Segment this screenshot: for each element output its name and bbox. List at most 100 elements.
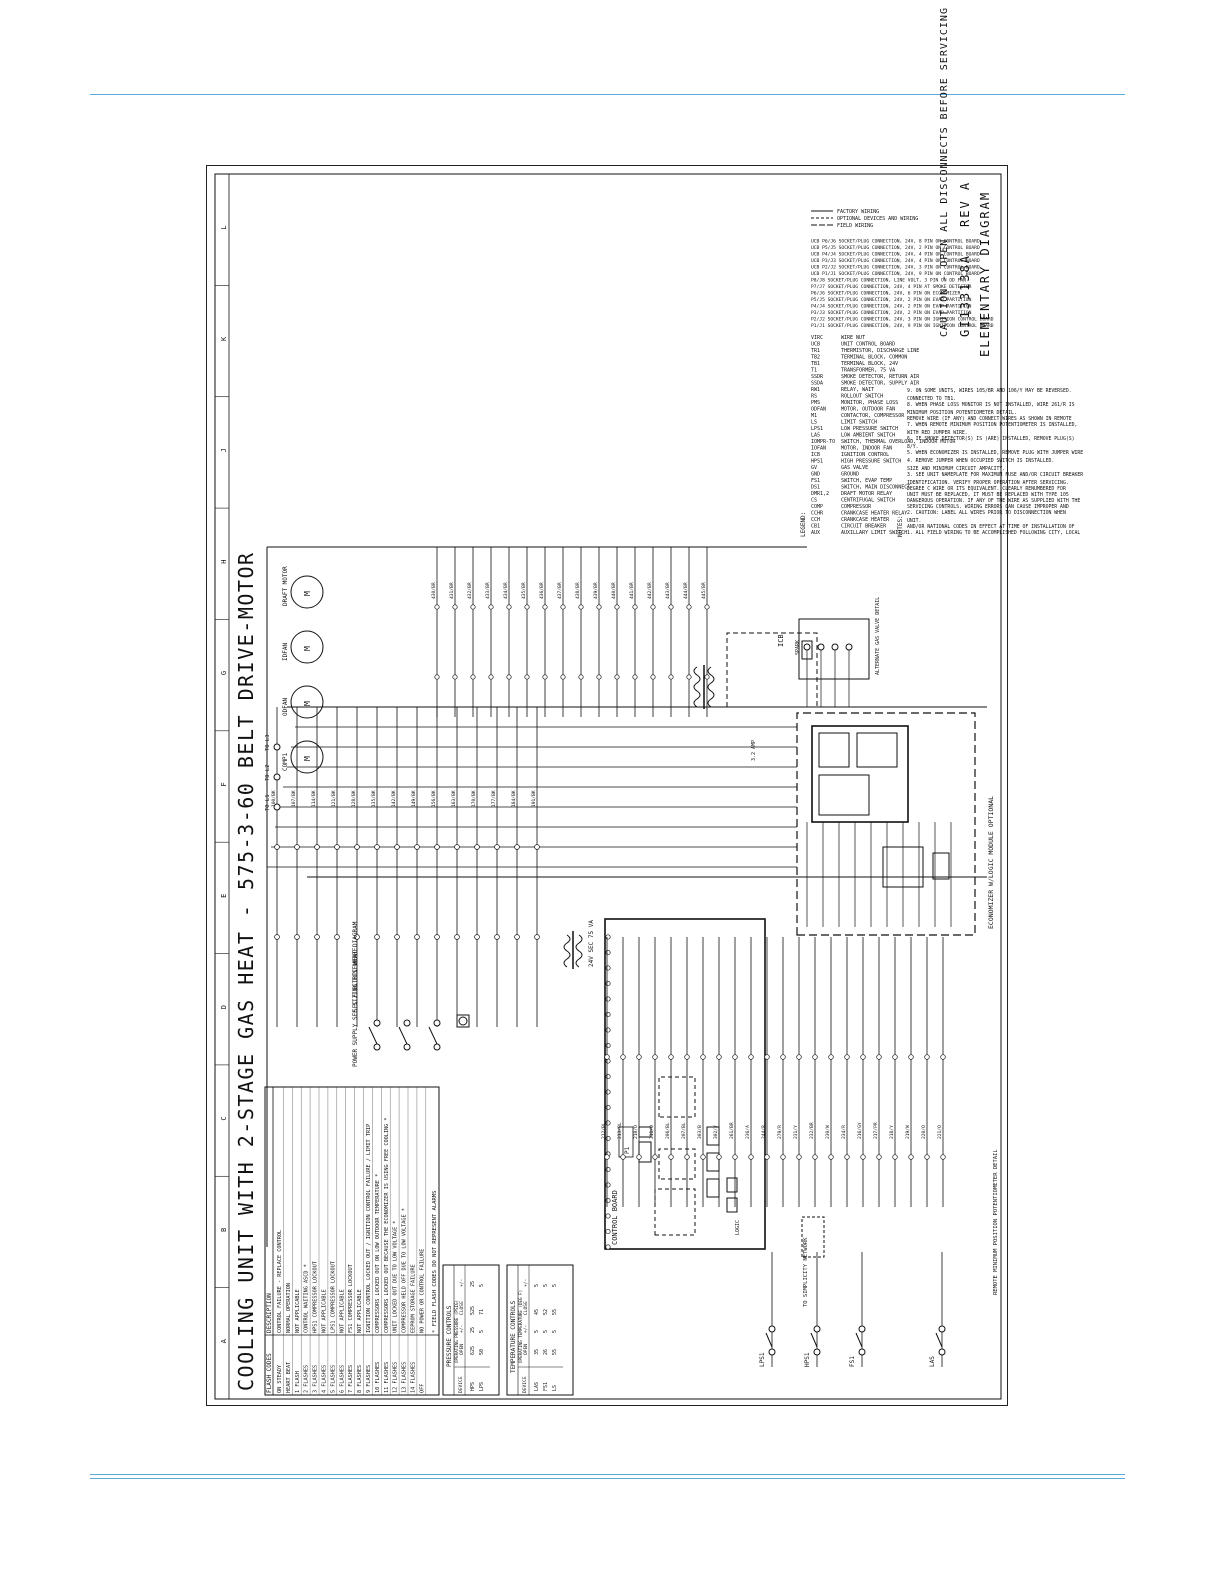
motor-symbol: M bbox=[303, 646, 312, 651]
flash-header-desc: DESCRIPTION bbox=[266, 1293, 273, 1333]
note-text: 8/Y. bbox=[907, 444, 919, 450]
connector-text: P4/J4 SOCKET/PLUG CONNECTION, 24V, 2 PIN… bbox=[811, 304, 972, 310]
zone-letter: C bbox=[220, 1116, 228, 1120]
legend-abbrev: CS bbox=[811, 498, 817, 504]
line-type-label: OPTIONAL DEVICES AND WIRING bbox=[837, 216, 918, 222]
legend-abbrev: TR1 bbox=[811, 348, 820, 354]
connector-text: P2/J2 SOCKET/PLUG CONNECTION, 24V, 3 PIN… bbox=[811, 317, 994, 323]
connector-text: P1/J1 SOCKET/PLUG CONNECTION, 24V, 9 PIN… bbox=[811, 323, 994, 329]
wire-label: 107/BK bbox=[291, 790, 297, 807]
table-header: +/- bbox=[459, 1325, 465, 1333]
wire-label: 434/BR bbox=[503, 582, 509, 599]
table-cell: 71 bbox=[479, 1309, 485, 1315]
control-board: CONTROL BOARD P1 LOGIC bbox=[604, 918, 766, 1250]
zone-letter: A bbox=[220, 1338, 228, 1343]
connector-text: UCB P2/J2 SOCKET/PLUG CONNECTION, 24V, 3… bbox=[811, 265, 980, 271]
legend-abbrev: FS1 bbox=[811, 478, 820, 484]
zone-letter: J bbox=[220, 448, 228, 452]
legend-abbrev: VIRC bbox=[811, 335, 823, 341]
note-line: 7. WHEN REMOTE MINIMUM POSITION POTENTIO… bbox=[907, 422, 1077, 428]
flash-code: 13 FLASHES bbox=[402, 1362, 408, 1393]
wire-label: 443/BR bbox=[665, 582, 671, 599]
legend-meaning: IGNITION CONTROL bbox=[841, 452, 889, 458]
icb-label: ICB bbox=[777, 634, 785, 647]
connector-entry: P6/J6 SOCKET/PLUG CONNECTION, 24V, 6 PIN… bbox=[811, 291, 961, 297]
legend-abbrev: T1 bbox=[811, 368, 817, 374]
connector-entry: P4/J4 SOCKET/PLUG CONNECTION, 24V, 2 PIN… bbox=[811, 304, 972, 310]
note-text: CONNECTED TO TB1. bbox=[907, 396, 956, 402]
table-cell: 5 bbox=[534, 1284, 540, 1287]
wire-label: 128/BK bbox=[351, 790, 357, 807]
legend-meaning: MOTOR, INDOOR FAN bbox=[841, 446, 892, 452]
legend-abbrev: RS bbox=[811, 394, 817, 400]
zone-letter: H bbox=[220, 560, 228, 564]
connector-text: UCB P4/J4 SOCKET/PLUG CONNECTION, 24V, 4… bbox=[811, 252, 980, 258]
flash-description: COMPRESSORS LOCKED OUT ON LOW OUTDOOR TE… bbox=[375, 1174, 381, 1333]
note-text: 3. SEE UNIT NAMEPLATE FOR MAXIMUM FUSE A… bbox=[907, 472, 1083, 478]
draft-transformer bbox=[693, 665, 715, 709]
wire-label: 445/BR bbox=[701, 582, 707, 599]
note-text: 4. REMOVE JUMPER WHEN OCCUPIED SWITCH IS… bbox=[907, 458, 1054, 464]
note-text: UNIT. bbox=[907, 518, 921, 524]
wire-label: 170/BK bbox=[471, 790, 477, 807]
wire-label: 191/BK bbox=[531, 790, 537, 807]
line-type-label: FACTORY WIRING bbox=[837, 209, 879, 215]
zone-letter: G bbox=[220, 671, 228, 675]
switch-label: LAS bbox=[929, 1356, 936, 1367]
flash-description: FS1 COMPRESSOR LOCKOUT bbox=[348, 1264, 354, 1333]
wire-label: 437/BR bbox=[557, 582, 563, 599]
wire-label: 230/W bbox=[825, 1125, 831, 1139]
bottom-rule-second bbox=[90, 1478, 1125, 1479]
table-header: CLOSE bbox=[459, 1301, 465, 1315]
flash-description: EEPROM STORAGE FAILURE bbox=[411, 1264, 417, 1333]
flash-description: IGNITION CONTROL LOCKED OUT / IGNITION C… bbox=[366, 1124, 372, 1333]
line-type-entry: OPTIONAL DEVICES AND WIRING bbox=[811, 216, 918, 222]
temperature-title: TEMPERATURE CONTROLS bbox=[510, 1300, 517, 1373]
revision: REV A bbox=[958, 181, 972, 227]
footer-title: ELEMENTARY DIAGRAM bbox=[978, 191, 992, 357]
legend-title: LEGEND: bbox=[800, 512, 807, 537]
wire-label: 216/GY bbox=[857, 1122, 863, 1139]
wire-label: 302/Y bbox=[713, 1125, 719, 1139]
motor-label: DRAFT MOTOR bbox=[282, 566, 289, 606]
table-header: OPERATING TEMPERATURE (DEG F) bbox=[518, 1290, 523, 1363]
legend-abbrev: IOMPR-TO bbox=[811, 439, 835, 445]
wire-label: 439/BR bbox=[593, 582, 599, 599]
flash-footnote: * FIELD FLASH CODES DO NOT REPRESENT ALA… bbox=[432, 1191, 438, 1333]
notes-title: NOTES: bbox=[897, 515, 904, 537]
flash-description: CONTROL FAILURE - REPLACE CONTROL bbox=[277, 1230, 283, 1333]
legend-abbrev: DS1 bbox=[811, 485, 820, 491]
flash-description: NOT APPLICABLE bbox=[295, 1289, 301, 1333]
legend-abbrev: GV bbox=[811, 465, 817, 471]
note-line: 9. ON SOME UNITS, WIRES 105/BR AND 106/Y… bbox=[907, 388, 1072, 394]
table-cell: 525 bbox=[470, 1306, 476, 1315]
wire-label: 236/A bbox=[745, 1125, 751, 1139]
switch-label: HPS1 bbox=[804, 1352, 811, 1367]
connector-entry: UCB P6/J6 SOCKET/PLUG CONNECTION, 24V, 8… bbox=[811, 239, 980, 245]
wire-label: 442/BR bbox=[647, 582, 653, 599]
control-board-label: CONTROL BOARD bbox=[611, 1190, 619, 1245]
note-text: REMOVE WIRE (IF ANY) AND CONNECT WIRES A… bbox=[907, 416, 1072, 422]
connector-text: UCB P6/J6 SOCKET/PLUG CONNECTION, 24V, 8… bbox=[811, 239, 980, 245]
note-line: UNIT MUST BE REPLACED, IT MUST BE REPLAC… bbox=[907, 492, 1069, 498]
table-cell: 25 bbox=[470, 1327, 476, 1333]
wire-label: 210/O bbox=[633, 1125, 639, 1139]
wire-label: 220/O bbox=[921, 1125, 927, 1139]
legend-abbrev: RW1 bbox=[811, 387, 820, 393]
wire-label: 211/O bbox=[649, 1125, 655, 1139]
note-line: 8/Y. bbox=[907, 444, 919, 450]
wire-label: 219/W bbox=[905, 1125, 911, 1139]
